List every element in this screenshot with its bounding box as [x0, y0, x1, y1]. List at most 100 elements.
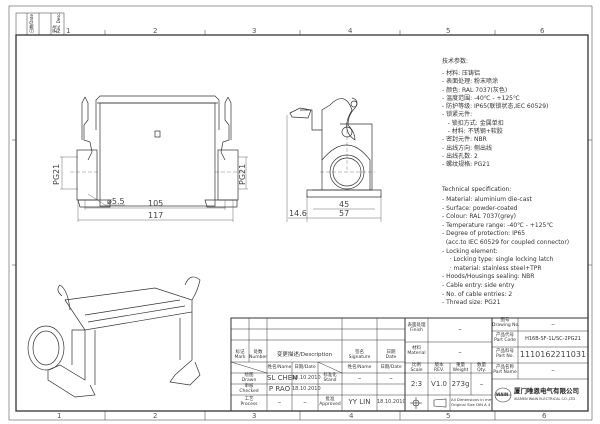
title-block-grid	[230, 317, 589, 412]
tb-rev-value: V1.0	[431, 380, 447, 388]
spec-en-line: · Locking type: single locking latch	[442, 256, 554, 264]
spec-cn-line: - 材料: 压铸铝	[442, 70, 481, 77]
tb-drawn-label: 绘图 Drawn	[241, 373, 257, 383]
zone-number: 6	[540, 27, 545, 35]
tb-mark: 标记 Mark	[234, 350, 246, 360]
tb-checked-date: 18.10.2010	[292, 386, 321, 392]
dim-offset: 14.6	[289, 209, 307, 218]
spec-cn-line: - 颜色: RAL 7037(灰色)	[442, 86, 508, 94]
zone-number: 4	[348, 27, 353, 35]
zone-number: 3	[252, 27, 257, 35]
tb-qty-label: 数量 Qty.	[477, 363, 486, 373]
spec-en-line: - Thread size: PG21	[442, 299, 501, 307]
tb-weight-value: 273g	[451, 380, 470, 388]
tb-drawing-no-label: 图号 Drawing No.	[492, 318, 520, 328]
tb-drawn-name: SL CHEN	[267, 374, 298, 382]
tb-date: 日期 Date	[385, 350, 397, 360]
zone-number: 4	[349, 412, 354, 420]
tb-date-header: 日期/Date	[294, 365, 316, 370]
spec-en-line: - Temperature range: -40℃ - +125℃	[442, 221, 554, 229]
wain-logo	[494, 387, 512, 403]
spec-en-line: - Locking element:	[442, 247, 498, 255]
spec-cn-line: - 防护等级: IP65(联锁状态,IEC 60529)	[442, 103, 549, 111]
spec-cn-list: - 材料: 压铸铝 - 表面处理: 粉末喷涂 - 颜色: RAL 7037(灰色…	[442, 68, 548, 168]
tb-name-header: 姓名/Name	[267, 365, 292, 370]
company-name-en: XIAMEN WAIN ELECTRICAL CO.,LTD	[514, 397, 576, 401]
tb-material-label: 材料 Material	[407, 346, 426, 356]
front-view	[76, 95, 239, 208]
zone-number: 5	[446, 412, 451, 420]
tb-process-date: –	[303, 398, 307, 406]
spec-en-title: Technical specification:	[442, 186, 512, 193]
tb-process-label: 工艺 Process	[240, 397, 258, 407]
tb-stand-date: –	[389, 374, 393, 382]
spec-cn-title: 技术参数:	[442, 58, 469, 65]
spec-cn-line: - 表面处理: 粉末喷涂	[442, 78, 499, 86]
spec-en-line: - Hoods/Housings sealing: NBR	[442, 273, 535, 281]
isometric-view	[27, 276, 201, 398]
spec-en-line: - Degree of protection: IP65	[442, 230, 526, 238]
dim-outer-width: 117	[148, 211, 164, 220]
spec-en-line: · material: stainless steel+TPR	[442, 264, 542, 272]
tb-approved-name: YY LIN	[348, 398, 371, 406]
tb-part-name-label: 产品名称 Part Name	[493, 365, 517, 375]
tb-stand-label: 标准化 Stand	[323, 373, 337, 383]
center-lines	[70, 125, 375, 173]
spec-cn-line: - 出线方向: 侧出线	[442, 144, 493, 152]
spec-en-line: - Material: aluminium die-cast	[442, 196, 532, 203]
tb-finish-label: 表面处理 Finish	[407, 323, 426, 333]
spec-en-list: - Material: aluminium die-cast - Surface…	[442, 196, 569, 308]
tb-rev-label: 版本 REV.	[434, 363, 444, 373]
spec-en-line: - Surface: powder-coated	[442, 204, 518, 212]
zone-number: 3	[252, 412, 257, 420]
tb-checked-name: P RAO	[268, 385, 291, 393]
zone-number: 1	[57, 412, 62, 420]
company-name-cn: 厦门唯恩电气有限公司	[514, 387, 579, 395]
spec-cn-line: - 螺纹规格: PG21	[442, 161, 490, 169]
tb-material-value: –	[458, 348, 462, 356]
tb-signature: 签名 Signature	[348, 350, 371, 360]
zone-number: 5	[446, 27, 451, 35]
spec-cn-line: - 锁紧元件:	[442, 111, 473, 119]
spec-en-line: - Cable entry: side entry	[442, 281, 515, 289]
tb-part-code-value: H16B-SF-1L/SC-2PG21	[525, 336, 581, 342]
tb-part-no-label: 产品料号 Part No.	[496, 349, 514, 359]
projection-symbol-icon	[410, 397, 447, 409]
tb-checked-label: 审核 Checked	[239, 384, 259, 394]
zone-number: 2	[153, 412, 158, 420]
tb-part-name-value: –	[551, 366, 555, 374]
spec-cn-line: - 出线孔数: 2	[442, 152, 478, 160]
dim-pg21-left: PG21	[52, 163, 61, 185]
dimension-lines	[60, 115, 382, 222]
dim-pg21-right: PG21	[238, 163, 247, 185]
tb-part-code-label: 产品代号 Part Code	[494, 333, 516, 343]
outer-border	[8, 5, 593, 421]
tb-process-name: –	[277, 398, 282, 406]
side-view	[289, 97, 382, 198]
wain-logo-text: WAIN	[496, 392, 509, 397]
tb-number: 处数 Number	[249, 350, 268, 360]
spec-en-line: - No. of cable entries: 2	[442, 290, 513, 298]
spec-en-line: - Colour: RAL 7037(grey)	[442, 213, 516, 221]
spec-cn-line: - 密封元件: NBR	[442, 136, 487, 144]
zone-number: 2	[153, 27, 158, 35]
tb-scale-value: 2:3	[410, 380, 423, 388]
tb-scale-label: 比例 Scale	[410, 363, 423, 373]
dim-hole: ø5.5	[107, 197, 125, 206]
tb-stand-name: –	[357, 374, 362, 382]
tb-weight-label: 重量 Weight	[452, 363, 469, 373]
zone-number: 6	[542, 412, 547, 420]
revision-box	[15, 12, 65, 36]
dim-inner-width: 105	[148, 199, 164, 208]
tb-description: 变更描述/Description	[276, 352, 333, 358]
spec-en-line: (acc.to IEC 60529 for coupled connector)	[442, 238, 570, 246]
tb-qty-value: –	[479, 380, 484, 388]
tb-finish-value: –	[458, 325, 462, 333]
tb-date-header: 日期/Date	[380, 365, 402, 370]
spec-cn-line: - 锁扣方式: 金属单扣	[442, 119, 504, 127]
revision-desc-label: 更改 Rev. Desc.	[52, 12, 61, 33]
tb-drawing-no-value: –	[551, 320, 555, 328]
spec-cn-line: - 温度范围: -40℃ - +125℃	[442, 94, 520, 102]
tb-name-header: 姓名/Name	[347, 365, 372, 370]
